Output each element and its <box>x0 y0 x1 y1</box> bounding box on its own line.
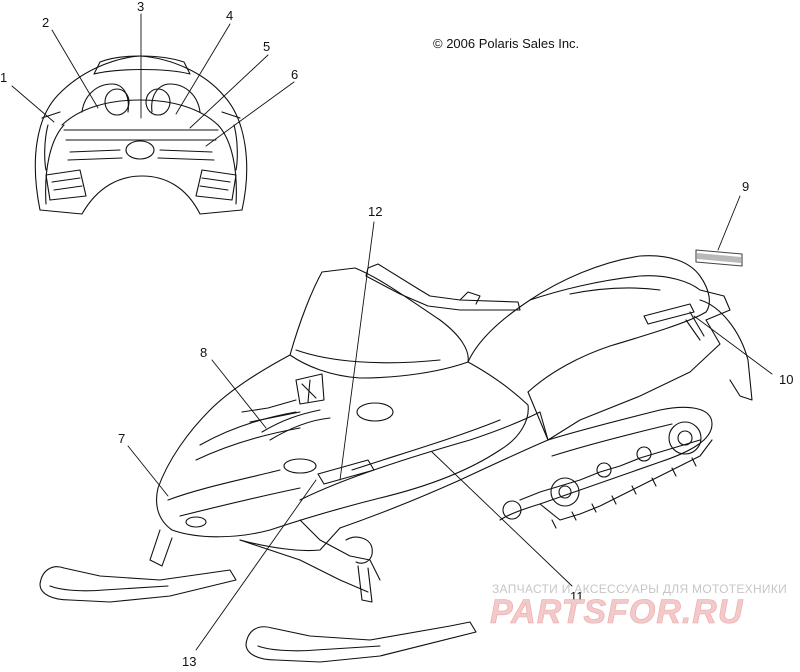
hood-inset-drawing <box>34 55 248 215</box>
decal-9-fill <box>697 253 741 263</box>
watermark-brand: PARTSFOR.RU <box>490 593 744 629</box>
callout-13: 13 <box>182 654 197 669</box>
watermark-tagline: ЗАПЧАСТИ И АКСЕССУАРЫ ДЛЯ МОТОТЕХНИКИ <box>492 582 788 596</box>
inset-leader-lines <box>11 13 295 147</box>
callout-7: 7 <box>118 431 126 446</box>
callout-5: 5 <box>263 39 271 54</box>
callout-3: 3 <box>137 0 145 14</box>
callout-9: 9 <box>742 179 750 194</box>
watermark-logo: PARTSFOR.RU <box>490 593 744 629</box>
copyright-notice: © 2006 Polaris Sales Inc. <box>433 36 580 51</box>
callout-10: 10 <box>779 372 794 387</box>
callout-12: 12 <box>368 204 383 219</box>
callout-2: 2 <box>42 15 50 30</box>
main-leader-lines <box>127 195 773 651</box>
callout-8: 8 <box>200 345 208 360</box>
callout-4: 4 <box>226 8 234 23</box>
callout-6: 6 <box>291 67 299 82</box>
callout-11: 11 <box>570 589 584 604</box>
snowmobile-drawing <box>39 255 753 663</box>
decal-9-shape <box>695 249 743 267</box>
callout-1: 1 <box>0 70 8 85</box>
